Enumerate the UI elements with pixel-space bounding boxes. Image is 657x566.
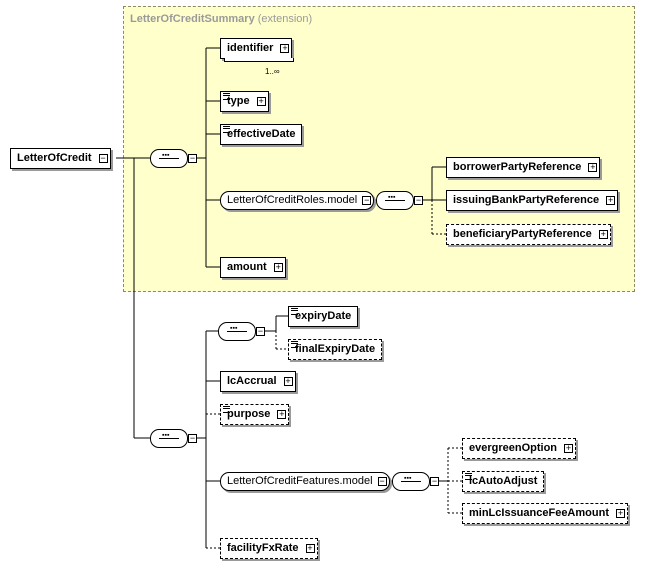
element-lcaccrual[interactable]: lcAccrual + — [220, 371, 296, 392]
sequence-icon — [227, 325, 247, 332]
multiple-occurrence-indicator — [224, 58, 295, 62]
element-label: beneficiaryPartyReference — [453, 228, 592, 240]
group-letterofcreditfeatures-model[interactable]: LetterOfCreditFeatures.model − — [220, 472, 390, 491]
expand-icon[interactable]: + — [273, 261, 283, 272]
group-label: LetterOfCreditRoles.model — [227, 194, 358, 206]
collapse-icon[interactable]: − — [377, 475, 387, 486]
expand-icon[interactable]: + — [256, 95, 266, 106]
expand-icon[interactable]: + — [283, 375, 293, 386]
expand-icon[interactable]: + — [564, 442, 574, 453]
group-letterofcreditroles-model[interactable]: LetterOfCreditRoles.model − — [220, 191, 375, 210]
extension-title: LetterOfCreditSummary (extension) — [130, 13, 312, 25]
element-lcautoadjust[interactable]: lcAutoAdjust — [462, 471, 545, 492]
simple-content-icon — [223, 93, 230, 100]
element-type[interactable]: type + — [220, 91, 269, 112]
element-facilityfxrate[interactable]: facilityFxRate + — [220, 538, 318, 559]
collapse-icon[interactable]: − — [188, 433, 197, 443]
collapse-icon[interactable]: − — [98, 152, 108, 163]
element-label: borrowerPartyReference — [453, 161, 582, 173]
element-finalexpirydate[interactable]: finalExpiryDate — [288, 339, 383, 360]
simple-content-icon — [291, 308, 298, 315]
expand-icon[interactable]: + — [277, 408, 287, 419]
element-label: lcAutoAdjust — [469, 475, 538, 487]
element-label: finalExpiryDate — [295, 343, 376, 355]
element-label: lcAccrual — [227, 375, 277, 387]
element-beneficiarypartyreference[interactable]: beneficiaryPartyReference + — [446, 224, 611, 245]
expand-icon[interactable]: + — [280, 42, 290, 53]
sequence-icon — [159, 152, 179, 159]
element-purpose[interactable]: purpose + — [220, 404, 290, 425]
expand-icon[interactable]: + — [588, 161, 598, 172]
simple-content-icon — [465, 473, 472, 480]
simple-content-icon — [223, 126, 230, 133]
sequence-compositor-features[interactable]: − — [392, 472, 439, 491]
root-element-letterofcredit[interactable]: LetterOfCredit − — [10, 148, 111, 169]
element-label: identifier — [227, 42, 274, 54]
extension-name: LetterOfCreditSummary — [130, 13, 255, 25]
element-label: amount — [227, 261, 267, 273]
element-evergreenoption[interactable]: evergreenOption + — [462, 438, 577, 459]
element-amount[interactable]: amount + — [220, 257, 286, 278]
sequence-compositor-main[interactable]: − — [150, 429, 197, 448]
sequence-icon — [159, 432, 179, 439]
sequence-compositor-roles[interactable]: − — [376, 191, 423, 210]
element-identifier[interactable]: identifier + — [220, 38, 295, 62]
expand-icon[interactable]: + — [305, 542, 315, 553]
element-label: expiryDate — [295, 310, 352, 322]
collapse-icon[interactable]: − — [430, 476, 439, 486]
element-expirydate[interactable]: expiryDate — [288, 306, 359, 327]
element-issuingbankpartyreference[interactable]: issuingBankPartyReference + — [446, 190, 619, 211]
cardinality-label: 1..∞ — [265, 67, 280, 76]
sequence-compositor-expiry[interactable]: − — [218, 322, 265, 341]
element-label: minLcIssuanceFeeAmount — [469, 507, 609, 519]
simple-content-icon — [223, 406, 230, 413]
simple-content-icon — [291, 341, 298, 348]
element-label: evergreenOption — [469, 442, 558, 454]
element-label: issuingBankPartyReference — [453, 194, 600, 206]
extension-box: LetterOfCreditSummary (extension) — [123, 6, 635, 292]
element-label: facilityFxRate — [227, 542, 299, 554]
expand-icon[interactable]: + — [615, 507, 625, 518]
collapse-icon[interactable]: − — [362, 194, 372, 205]
expand-icon[interactable]: + — [598, 228, 608, 239]
root-label: LetterOfCredit — [17, 152, 92, 164]
element-minlcissuancefeeamount[interactable]: minLcIssuanceFeeAmount + — [462, 503, 628, 524]
collapse-icon[interactable]: − — [414, 195, 423, 205]
expand-icon[interactable]: + — [606, 194, 616, 205]
extension-suffix: (extension) — [257, 13, 313, 25]
sequence-compositor-summary[interactable]: − — [150, 149, 197, 168]
element-effectivedate[interactable]: effectiveDate — [220, 124, 303, 145]
element-borrowerpartyreference[interactable]: borrowerPartyReference + — [446, 157, 601, 178]
element-label: type — [227, 95, 250, 107]
collapse-icon[interactable]: − — [188, 153, 197, 163]
element-label: purpose — [227, 408, 271, 420]
collapse-icon[interactable]: − — [256, 326, 265, 336]
sequence-icon — [401, 475, 421, 482]
sequence-icon — [385, 194, 405, 201]
element-label: effectiveDate — [227, 128, 296, 140]
group-label: LetterOfCreditFeatures.model — [227, 475, 373, 487]
